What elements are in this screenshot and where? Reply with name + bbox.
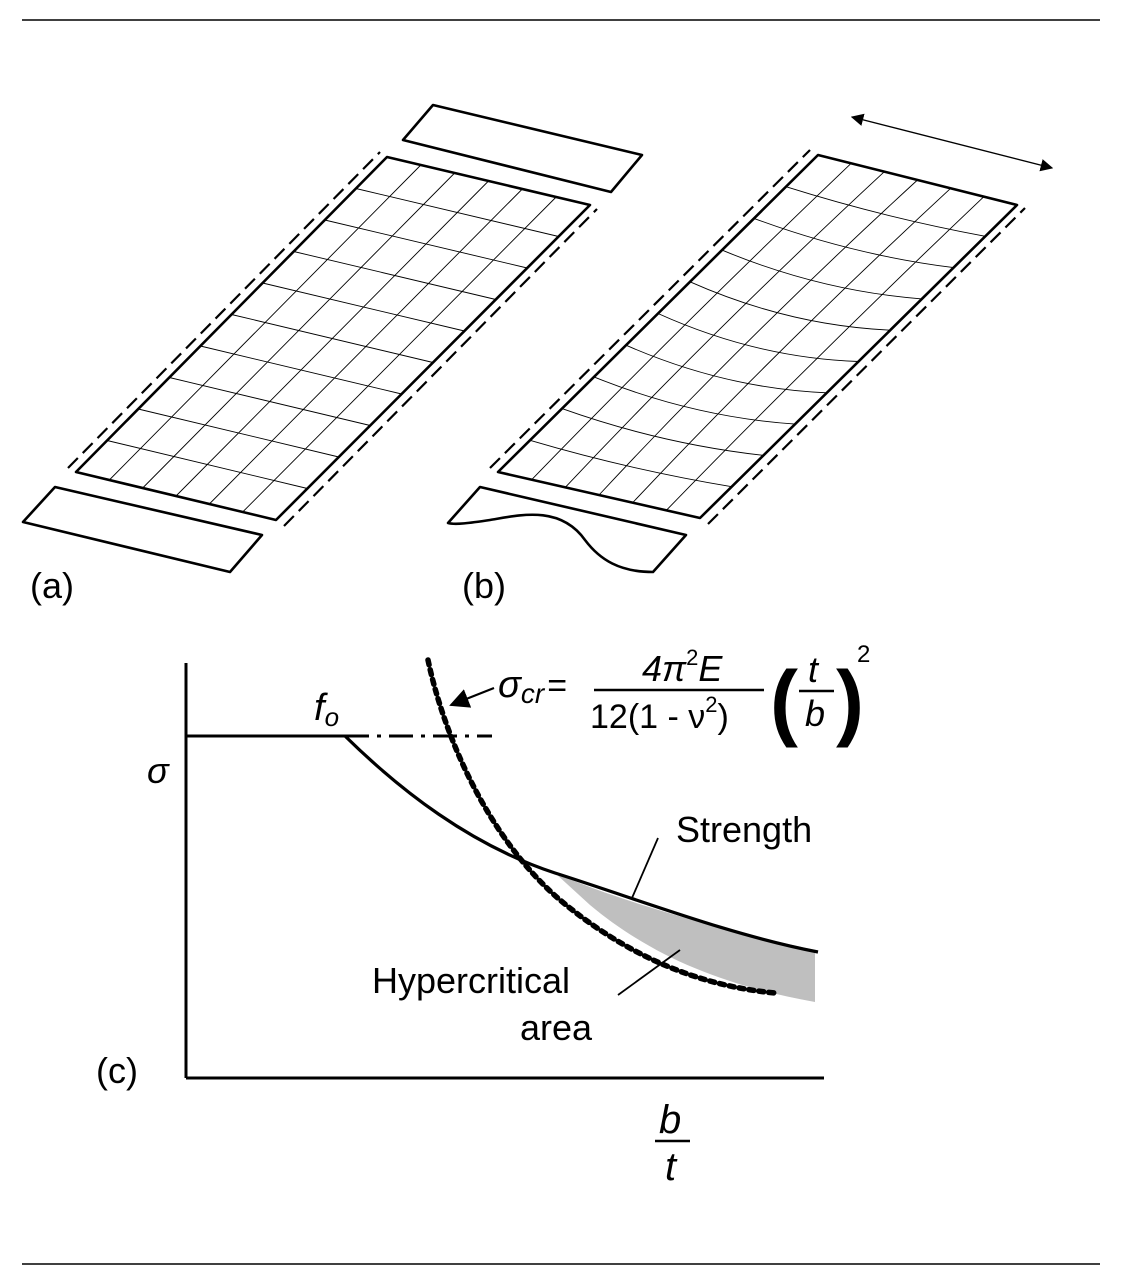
panel-b-label: (b) — [462, 565, 506, 606]
hypercritical-label-line1: Hypercritical — [372, 960, 570, 1001]
x-axis-label-numerator: b — [659, 1098, 681, 1142]
formula-num-exp: 2 — [686, 645, 698, 670]
formula-ratio-denominator: b — [805, 693, 825, 734]
panel-b-left-edge-support — [489, 149, 811, 469]
yield-label-base: f — [314, 687, 328, 729]
panel-a-label: (a) — [30, 565, 74, 606]
hypercritical-label-line2: area — [520, 1007, 593, 1048]
formula-ratio-numerator: t — [808, 649, 820, 690]
formula-den-main: 12(1 - ν — [590, 698, 705, 736]
formula-equals: = — [547, 667, 567, 705]
formula-outer-exp: 2 — [857, 641, 870, 668]
panel-b — [446, 113, 1054, 574]
formula-right-paren: ) — [836, 654, 864, 748]
formula-lhs-sym: σ — [498, 664, 523, 706]
panel-b-plate — [496, 153, 1019, 520]
formula-num-rest: E — [698, 648, 723, 689]
strength-curve — [343, 734, 819, 954]
hypercritical-leader-line — [617, 949, 681, 996]
hypercritical-area-shading — [555, 873, 815, 1002]
formula-left-paren: ( — [770, 654, 798, 748]
panel-a-top-block — [401, 103, 644, 194]
x-axis-label-denominator: t — [665, 1145, 678, 1189]
panel-a-bottom-block — [21, 485, 264, 574]
panel-b-deformed-block — [446, 485, 688, 574]
panel-c-label: (c) — [96, 1050, 138, 1091]
panel-a-mesh — [106, 164, 559, 513]
formula-den-exp: 2 — [705, 692, 717, 717]
elastic-buckling-curve — [425, 657, 778, 996]
formula-denominator: 12(1 - ν2) — [590, 692, 729, 736]
formula-numerator: 4π2E — [642, 645, 723, 689]
panel-c-graph — [184, 657, 824, 1080]
critical-stress-formula: σcr= 4π2E 12(1 - ν2) ( t b ) 2 — [498, 641, 870, 748]
formula-den-close: ) — [718, 698, 729, 736]
panel-a-right-edge-support — [283, 208, 598, 527]
formula-lhs-sub: cr — [521, 678, 546, 709]
formula-num-main: 4π — [642, 648, 687, 689]
panel-b-right-edge-support — [707, 207, 1026, 525]
strength-leader-line — [631, 837, 659, 899]
yield-stress-label: fo — [314, 687, 339, 732]
yield-label-sub: o — [325, 702, 339, 732]
formula-pointer-arrow — [449, 686, 495, 708]
panel-b-width-arrow — [850, 113, 1054, 172]
formula-lhs: σcr= — [498, 664, 567, 709]
strength-label: Strength — [676, 809, 812, 850]
y-axis-label: σ — [147, 750, 170, 791]
panel-b-mesh — [529, 163, 986, 511]
panel-a-left-edge-support — [67, 151, 381, 469]
panel-a — [21, 103, 644, 574]
